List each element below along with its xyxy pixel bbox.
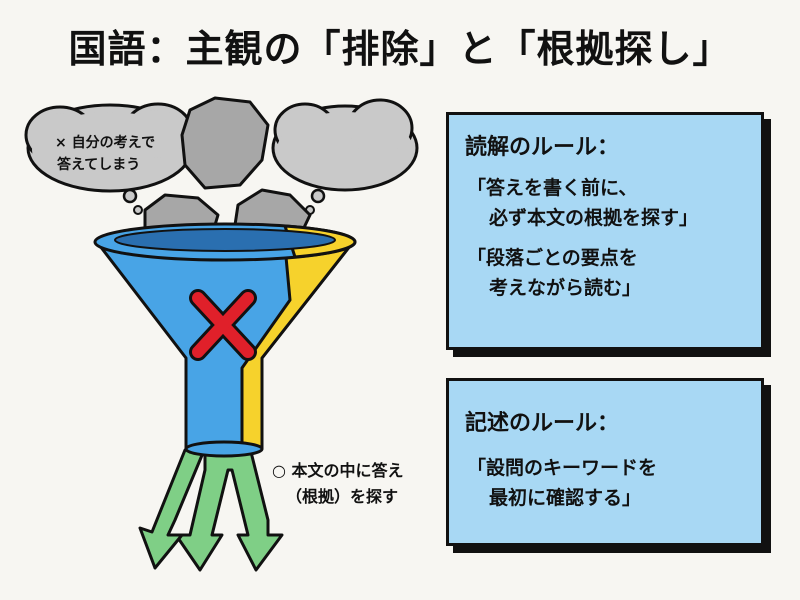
writing-rules-heading: 記述のルール： [465,411,620,436]
thought-line-2: 答えてしまう [57,157,141,173]
output-line-2: （根拠）を探す [286,487,399,506]
output-label: ○ 本文の中に答え （根拠）を探す [272,458,404,510]
output-arrows-icon [138,446,284,572]
thought-line-1: × 自分の考えで [55,135,156,151]
cross-icon [189,289,257,361]
reading-rules-card: 読解のルール： 「答えを書く前に、 必ず本文の根拠を探す」 「段落ごとの要点を … [446,112,764,350]
reading-rule-2-line-1: 「段落ごとの要点を [467,247,638,269]
output-line-1: ○ 本文の中に答え [272,461,404,480]
reading-rule-1-line-1: 「答えを書く前に、 [467,177,638,199]
thought-bubble-text: × 自分の考えで 答えてしまう [55,132,155,176]
writing-rule-1-line-2: 最初に確認する」 [489,487,642,509]
reading-rule-1-line-2: 必ず本文の根拠を探す」 [489,207,699,229]
writing-rules-card: 記述のルール： 「設問のキーワードを 最初に確認する」 [446,378,764,546]
empty-thought-cloud [271,98,419,215]
page-title: 国語：主観の「排除」と「根拠探し」 [68,27,732,71]
reading-rule-2-line-2: 考えながら読む」 [489,277,642,299]
funnel-icon [93,222,357,458]
reading-rules-heading: 読解のルール： [465,135,620,160]
writing-rule-1-line-1: 「設問のキーワードを [467,457,658,479]
